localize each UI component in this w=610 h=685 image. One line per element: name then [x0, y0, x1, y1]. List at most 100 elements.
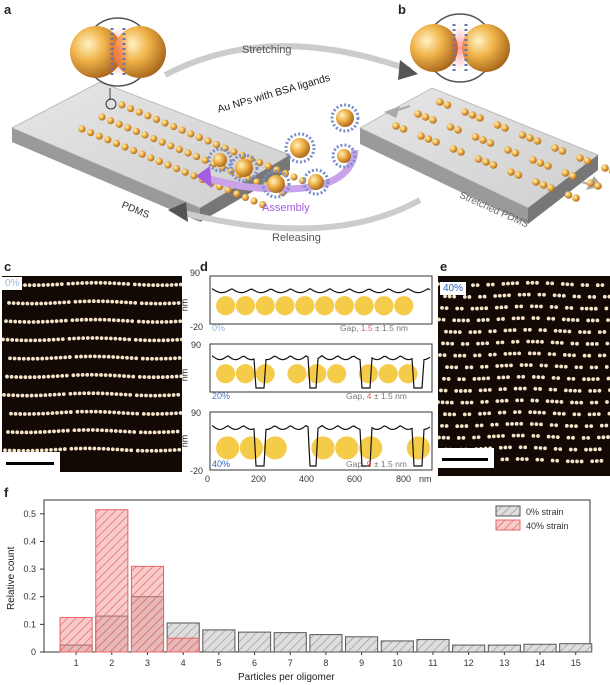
- afm-particle: [70, 318, 75, 323]
- afm-particle: [547, 352, 552, 356]
- x-tick-label: 12: [464, 658, 474, 668]
- panel-label-f: f: [4, 485, 9, 500]
- afm-particle: [572, 412, 577, 417]
- afm-particle: [531, 375, 536, 379]
- afm-particle: [521, 374, 526, 379]
- afm-particle: [166, 338, 170, 343]
- afm-particle: [458, 389, 463, 393]
- afm-particle: [564, 423, 569, 428]
- nanoparticle: [558, 147, 567, 155]
- afm-particle: [18, 412, 23, 416]
- afm-particle: [584, 447, 588, 452]
- nanoparticle: [533, 137, 542, 145]
- afm-particle: [151, 412, 155, 416]
- profile-x-tick-0: 0: [205, 474, 211, 484]
- afm-particle: [101, 299, 105, 304]
- afm-particle: [19, 430, 24, 435]
- afm-particle: [517, 351, 522, 356]
- nanoparticle: [104, 136, 112, 144]
- afm-particle: [126, 374, 131, 379]
- afm-particle: [84, 281, 89, 285]
- afm-particle: [505, 457, 509, 462]
- nanoparticle: [118, 101, 126, 109]
- afm-particle: [131, 374, 136, 379]
- afm-particle: [32, 375, 37, 380]
- afm-particle: [64, 410, 69, 415]
- afm-particle: [57, 392, 62, 397]
- afm-particle: [483, 388, 488, 393]
- afm-particle: [588, 447, 593, 452]
- nanoparticle: [190, 172, 198, 180]
- afm-particle: [152, 338, 157, 343]
- afm-particle: [579, 400, 584, 405]
- afm-particle: [81, 336, 86, 341]
- afm-particle: [120, 447, 124, 452]
- afm-particle: [56, 429, 61, 433]
- afm-particle: [151, 283, 156, 288]
- afm-particle: [168, 356, 173, 361]
- afm-particle: [173, 356, 177, 361]
- afm-particle: [504, 398, 509, 403]
- afm-particle: [498, 387, 503, 392]
- afm-particle: [551, 375, 556, 380]
- afm-particle: [507, 293, 511, 298]
- afm-particle: [552, 352, 557, 357]
- afm-particle: [161, 430, 166, 435]
- afm-particle: [174, 411, 178, 416]
- afm-particle: [168, 448, 172, 453]
- afm-particle: [499, 363, 504, 368]
- afm-particle: [60, 373, 65, 378]
- afm-particle: [469, 365, 474, 370]
- afm-particle: [38, 393, 43, 398]
- afm-particle: [73, 299, 78, 304]
- afm-particle: [443, 294, 447, 299]
- gap-prefix: Gap,: [346, 459, 367, 469]
- afm-particle: [106, 354, 111, 359]
- afm-particle: [31, 356, 35, 361]
- afm-particle: [506, 375, 510, 380]
- profile-particle: [275, 296, 295, 316]
- afm-particle: [164, 411, 169, 416]
- nanoparticle: [213, 141, 221, 149]
- afm-particle: [133, 337, 138, 342]
- afm-particle: [505, 422, 510, 426]
- afm-particle: [62, 300, 67, 305]
- afm-particle: [594, 400, 599, 405]
- afm-particle: [480, 341, 485, 346]
- afm-particle: [453, 330, 458, 334]
- afm-particle: [39, 301, 44, 306]
- profile-y-bottom: -20: [190, 322, 204, 332]
- afm-particle: [83, 354, 88, 359]
- afm-particle: [501, 281, 506, 286]
- afm-particle: [518, 386, 523, 391]
- afm-particle: [11, 393, 16, 398]
- afm-particle: [98, 280, 103, 285]
- afm-particle: [100, 391, 105, 396]
- afm-particle: [467, 295, 472, 299]
- afm-particle: [11, 301, 16, 306]
- profile-particle: [406, 436, 430, 460]
- nanoparticle: [594, 182, 602, 190]
- afm-particle: [508, 328, 512, 333]
- afm-particle: [464, 424, 469, 428]
- afm-particle: [57, 300, 62, 305]
- nanoparticle: [147, 154, 155, 162]
- afm-particle: [571, 377, 576, 381]
- afm-particle: [562, 329, 567, 334]
- afm-particle: [515, 281, 520, 286]
- afm-particle: [169, 411, 174, 416]
- afm-particle: [177, 447, 182, 452]
- afm-particle: [528, 363, 533, 367]
- afm-particle: [66, 300, 71, 305]
- afm-particle: [454, 365, 459, 370]
- profile-y-unit-2: nm: [179, 368, 190, 382]
- afm-particle: [584, 306, 589, 311]
- afm-particle: [115, 447, 120, 452]
- afm-particle: [156, 375, 161, 380]
- nanoparticle: [267, 175, 285, 193]
- nanoparticle: [414, 110, 422, 118]
- afm-particle: [464, 365, 469, 370]
- afm-particle: [502, 410, 507, 415]
- afm-particle: [570, 400, 574, 405]
- afm-particle: [533, 386, 538, 391]
